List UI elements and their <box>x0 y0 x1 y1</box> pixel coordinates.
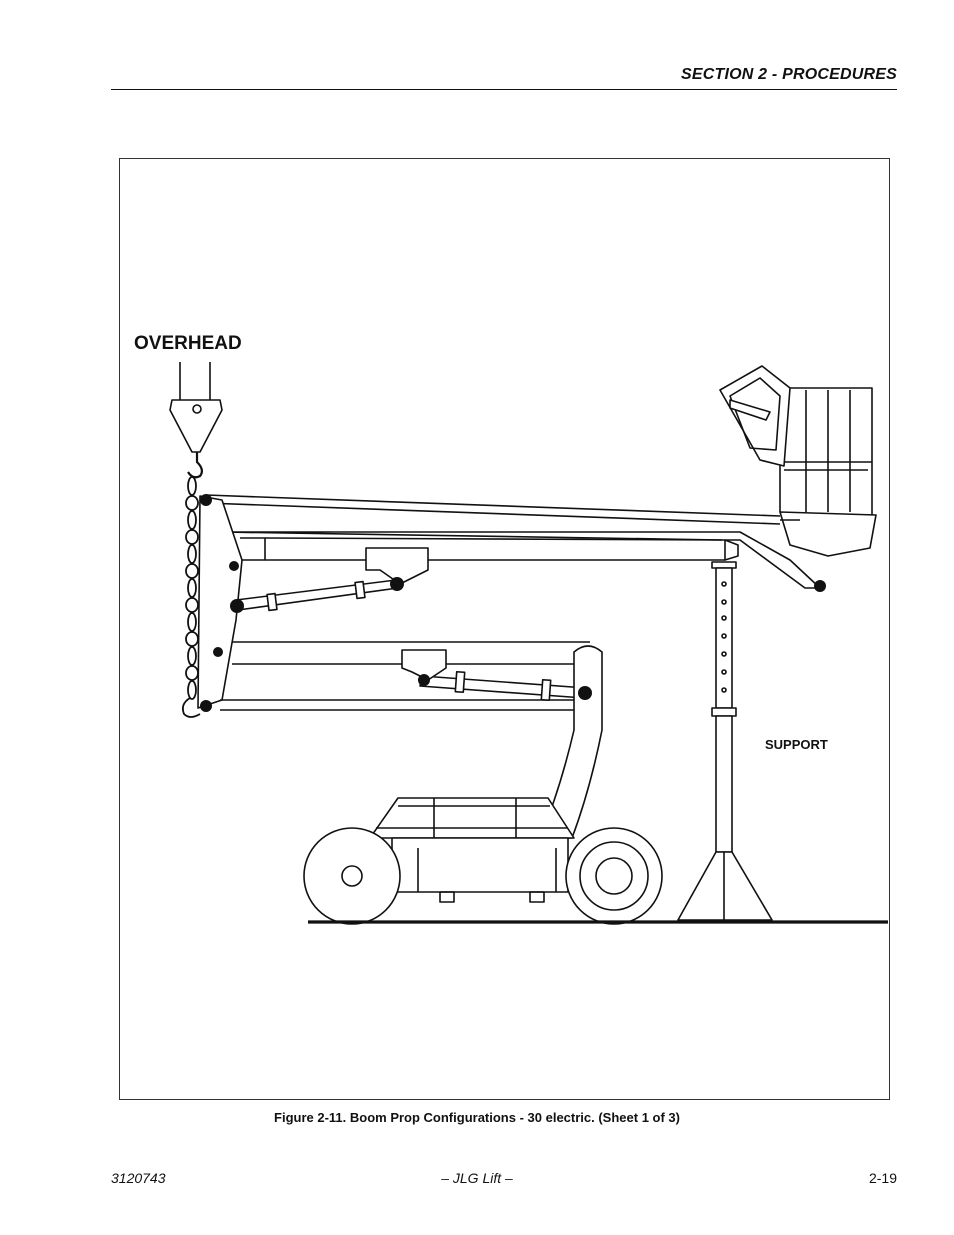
page-number: 2-19 <box>868 1170 897 1186</box>
lifting-chain <box>181 476 201 718</box>
overhead-label: OVERHEAD <box>134 333 242 354</box>
section-title: SECTION 2 - PROCEDURES <box>681 66 897 83</box>
figure-frame <box>119 158 890 1100</box>
boom-bracket <box>197 495 243 709</box>
chassis <box>369 797 575 903</box>
upper-lift-cylinder <box>235 579 399 612</box>
pivot-pins <box>200 494 826 712</box>
platform-basket <box>719 365 877 557</box>
header-divider <box>111 89 897 90</box>
support-stand <box>677 561 773 921</box>
support-label: SUPPORT <box>765 737 828 752</box>
crane-hook <box>187 452 204 479</box>
document-number: 3120743 <box>111 1170 166 1186</box>
front-wheel <box>565 827 663 925</box>
lower-lift-cylinder <box>419 670 587 702</box>
figure-caption: Figure 2-11. Boom Prop Configurations - … <box>274 1110 680 1125</box>
overhead-cables <box>179 362 211 400</box>
rear-wheel <box>303 827 401 925</box>
publisher-name: – JLG Lift – <box>441 1170 513 1186</box>
hook-block <box>169 399 223 453</box>
lower-boom <box>220 641 590 711</box>
upper-tie-rod <box>205 494 781 525</box>
